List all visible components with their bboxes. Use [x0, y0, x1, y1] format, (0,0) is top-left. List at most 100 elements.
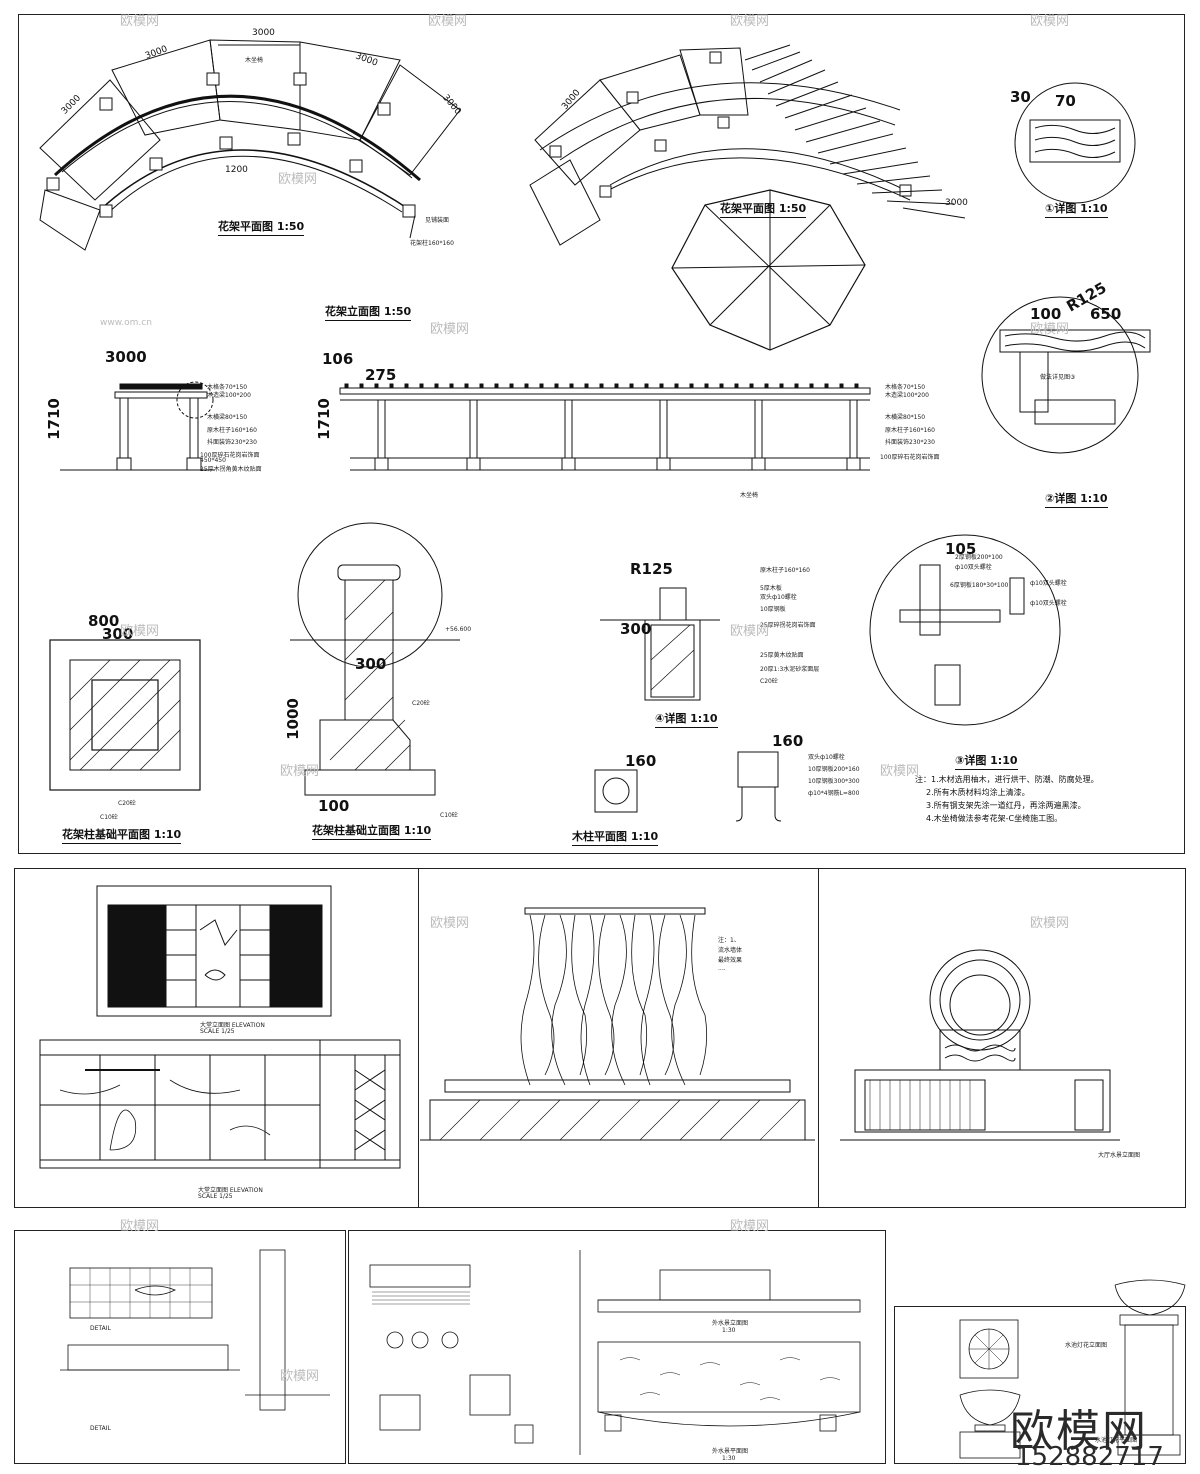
d3-dim: 105 [945, 540, 977, 558]
water-wall-caption: 大厅水景立面图 [1098, 1152, 1141, 1159]
detail1-title: ①详图 1:10 [1045, 200, 1108, 218]
watermark: 欧模网 [280, 764, 320, 779]
elev-note: 原木柱子160*160 [885, 427, 935, 434]
watermark: 欧模网 [280, 1369, 320, 1384]
watermark: 欧模网 [278, 172, 318, 187]
d3-note: ф10双头螺栓 [1030, 600, 1067, 607]
watermark: 欧模网 [1030, 322, 1070, 337]
fp-note: C20砼 [118, 800, 136, 807]
plan1-title: 花架平面图 1:50 [218, 218, 304, 236]
detail3-title: ③详图 1:10 [955, 752, 1018, 770]
pp-dim: 160 [625, 752, 657, 770]
elev-note: 25厚木拐角黄木纹贴面 [200, 466, 262, 473]
fountain-note: 注：1、 [718, 937, 740, 944]
plan1-note: 花架柱160*160 [410, 240, 454, 247]
lobby-elev1-scale: SCALE 1/25 [200, 1028, 235, 1035]
fe-note: C10砼 [440, 812, 458, 819]
brand-watermark: 欧模网 [1010, 1406, 1148, 1457]
elev-note: 木横梁80*150 [885, 414, 926, 421]
elev-title: 花架立面图 1:50 [325, 303, 411, 321]
d4-dim: R125 [630, 560, 673, 578]
steel-note: ф10*4钢筋L=800 [808, 790, 860, 797]
fountain-note: 最终效果 [718, 957, 743, 964]
watermark: 欧模网 [1030, 916, 1070, 931]
watermark: 欧模网 [430, 322, 470, 337]
elev-note: 抖面装饰230*230 [207, 439, 257, 446]
d4-note: 10厚钢板 [760, 606, 786, 613]
watermark: 欧模网 [430, 916, 470, 931]
elev-dim: 275 [365, 366, 397, 384]
lobby-elev2-label: 大堂立面图 ELEVATION [198, 1187, 263, 1194]
plan2-dim: 3000 [945, 198, 968, 208]
detail-label: DETAIL [90, 1325, 111, 1332]
detail2-title: ②详图 1:10 [1045, 490, 1108, 508]
plan1-note: 见铺装面 [425, 217, 450, 224]
brand-watermark-id: 152882717 [1015, 1442, 1164, 1472]
plan1-dim: 1200 [225, 165, 248, 175]
elev-note: 450*450 [200, 457, 226, 464]
fe-note: C20砼 [412, 700, 430, 707]
d4-note: 25厚碎拐花岗岩饰面 [760, 622, 816, 629]
steel-note: 10厚钢板300*300 [808, 778, 860, 785]
note-line: 3.所有钢支架先涂一道红丹，再涂两遍黑漆。 [926, 801, 1086, 810]
detail-label: DETAIL [90, 1425, 111, 1432]
detail1-dim: 30 [1010, 88, 1031, 106]
fe-note: +56.600 [445, 626, 472, 633]
watermark: 欧模网 [730, 1219, 770, 1234]
watermark: 欧模网 [880, 764, 920, 779]
construction-notes: 注：1.木材选用柚木，进行烘干、防潮、防腐处理。 2.所有木质材料均涂上清漆。 … [915, 773, 1099, 825]
watermark: 欧模网 [120, 1219, 160, 1234]
feature-elev-scale: 1:30 [722, 1327, 736, 1334]
d4-dim: 300 [620, 620, 652, 638]
water-wall-sheet [818, 868, 1186, 1208]
watermark: 欧模网 [1030, 14, 1070, 29]
plan1-dim: 3000 [252, 28, 275, 38]
elev-note: 木格条70*150 [885, 384, 926, 391]
elev-note: 100厚碎石花岗岩饰面 [200, 452, 260, 459]
d4-note: C20砼 [760, 678, 778, 685]
detail2-dim: 100 [1030, 305, 1062, 323]
detail1-dim: 70 [1055, 92, 1076, 110]
elev-note: 抖面装饰230*230 [885, 439, 935, 446]
detail-sheet [14, 1230, 346, 1464]
note-line: 4.木坐椅做法参考花架-C坐椅施工图。 [926, 814, 1063, 823]
urn-label: 水池灯花平面图 [1095, 1437, 1138, 1444]
lobby-elev2-scale: SCALE 1/25 [198, 1193, 233, 1200]
elev-dim: 3000 [105, 348, 147, 366]
d3-note: 2厚钢板200*100 [955, 554, 1003, 561]
watermark: 欧模网 [730, 14, 770, 29]
watermark: 欧模网 [730, 624, 770, 639]
d3-note: 6厚钢板180*30*100 [950, 582, 1009, 589]
watermark: 欧模网 [120, 14, 160, 29]
fp-dim: 800 [88, 612, 120, 630]
feature-elev-label: 外水景立面图 [712, 1320, 749, 1327]
detail4-title: ④详图 1:10 [655, 710, 718, 728]
fountain-sheet [418, 868, 820, 1208]
foundation-elev-title: 花架柱基础立面图 1:10 [312, 822, 431, 840]
fp-dim: 300 [102, 625, 134, 643]
d3-note: ф10双头螺栓 [955, 564, 992, 571]
fountain-note: .... [718, 965, 726, 972]
d4-note: 20厚1:3水泥砂浆面层 [760, 666, 820, 673]
elev-note: 木造梁100*200 [885, 392, 929, 399]
note-line: 2.所有木质材料均涂上清漆。 [926, 788, 1030, 797]
elev-note: 100厚碎石花岗岩饰面 [880, 454, 940, 461]
note-line: 注：1.木材选用柚木，进行烘干、防潮、防腐处理。 [915, 775, 1099, 784]
d4-note: 原木柱子160*160 [760, 567, 810, 574]
d4-note: 双头ф10螺栓 [760, 594, 797, 601]
plan2-title: 花架平面图 1:50 [720, 200, 806, 218]
watermark-url: www.om.cn [100, 318, 152, 328]
elev-note: 木横梁80*150 [207, 414, 248, 421]
elev-note: 木造梁100*200 [207, 392, 251, 399]
elev-dim: 106 [322, 350, 354, 368]
elev-note: 木格条70*150 [207, 384, 248, 391]
fountain-note: 流水墙体 [718, 947, 743, 954]
feature-sheet [348, 1230, 886, 1464]
steel-note: 双头ф10螺栓 [808, 754, 845, 761]
watermark: 欧模网 [120, 624, 160, 639]
top-sheet [18, 14, 1185, 854]
lobby-elev1-label: 大堂立面图 ELEVATION [200, 1022, 265, 1029]
